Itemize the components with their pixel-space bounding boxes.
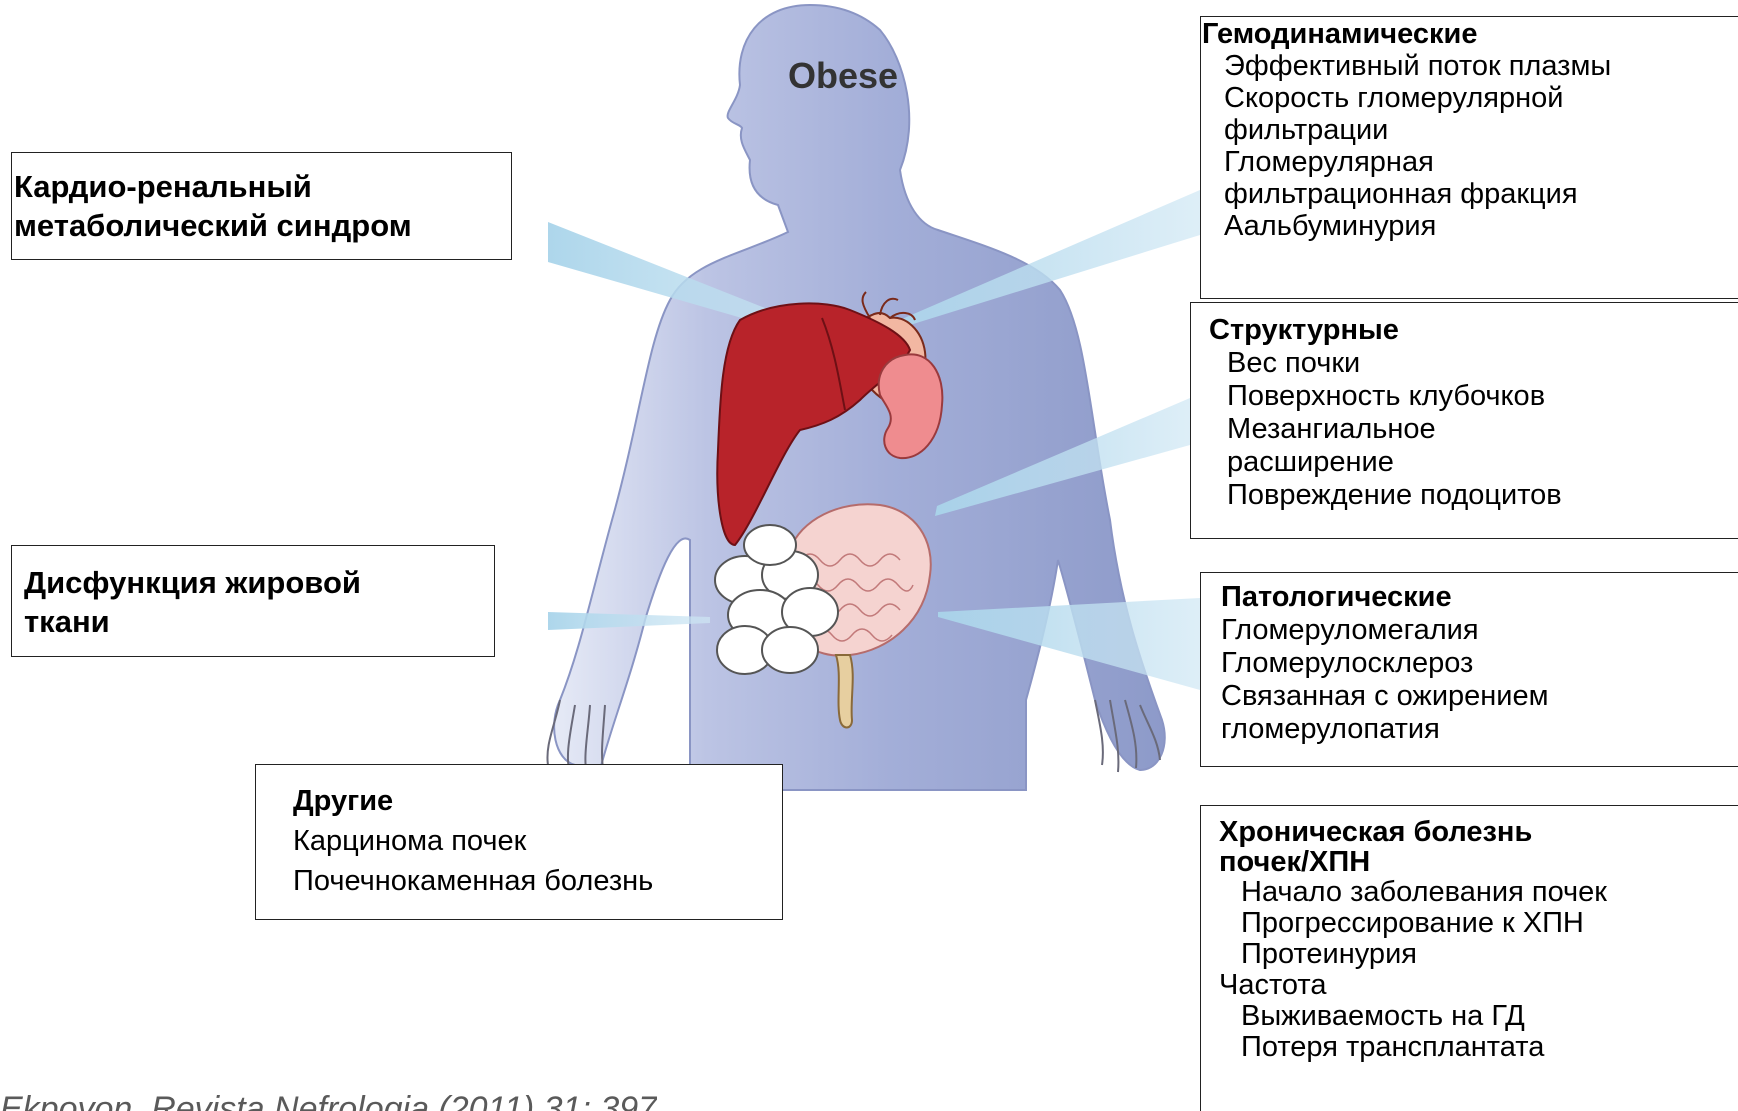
ckd-title: Хроническая болезнь почек/ХПН bbox=[1219, 817, 1549, 877]
colon-icon bbox=[836, 655, 853, 728]
structural-item: расширение bbox=[1209, 446, 1738, 479]
other-item: Карцинома почек bbox=[293, 821, 782, 861]
hemodynamic-item: Эффективный поток плазмы bbox=[1202, 50, 1738, 82]
adipose-line-2: ткани bbox=[24, 602, 494, 641]
pathological-item: гломерулопатия bbox=[1221, 713, 1738, 746]
adipose-line-1: Дисфункция жировой bbox=[24, 563, 494, 602]
structural-item: Вес почки bbox=[1209, 347, 1738, 380]
citation: Ekpoyon, Revista Nefrologia (2011) 31: 3… bbox=[0, 1085, 657, 1111]
pathological-item: Связанная с ожирением bbox=[1221, 680, 1738, 713]
ckd-item: Протеинурия bbox=[1219, 939, 1738, 970]
body-label: Obese bbox=[788, 55, 898, 96]
ckd-item: Начало заболевания почек bbox=[1219, 877, 1738, 908]
structural-item: Повреждение подоцитов bbox=[1209, 479, 1738, 512]
hemodynamic-box: Гемодинамические Эффективный поток плазм… bbox=[1200, 16, 1738, 299]
adipose-dysfunction-box: Дисфункция жировой ткани bbox=[11, 545, 495, 657]
ckd-box: Хроническая болезнь почек/ХПН Начало заб… bbox=[1200, 805, 1738, 1111]
pathological-box: Патологические Гломеруломегалия Гломерул… bbox=[1200, 572, 1738, 767]
hemodynamic-item: фильтрации bbox=[1202, 114, 1738, 146]
pathological-item: Гломерулосклероз bbox=[1221, 647, 1738, 680]
hemodynamic-item: Гломерулярная bbox=[1202, 146, 1738, 178]
hemodynamic-item: Аальбуминурия bbox=[1202, 210, 1738, 242]
other-item: Почечнокаменная болезнь bbox=[293, 861, 782, 901]
ckd-subtitle: Частота bbox=[1219, 970, 1738, 1001]
ckd-sub-item: Выживаемость на ГД bbox=[1219, 1001, 1738, 1032]
hemodynamic-item: фильтрационная фракция bbox=[1202, 178, 1738, 210]
pathological-title: Патологические bbox=[1221, 581, 1738, 614]
cardiorenal-line-1: Кардио-ренальный bbox=[14, 167, 511, 206]
hemodynamic-title: Гемодинамические bbox=[1202, 18, 1738, 50]
ckd-item: Прогрессирование к ХПН bbox=[1219, 908, 1738, 939]
cardiorenal-line-2: метаболический синдром bbox=[14, 206, 511, 245]
ckd-sub-item: Потеря трансплантата bbox=[1219, 1032, 1738, 1063]
pathological-item: Гломеруломегалия bbox=[1221, 614, 1738, 647]
structural-box: Структурные Вес почки Поверхность клубоч… bbox=[1190, 302, 1738, 539]
hemodynamic-item: Скорость гломерулярной bbox=[1202, 82, 1738, 114]
structural-item: Поверхность клубочков bbox=[1209, 380, 1738, 413]
other-box: Другие Карцинома почек Почечнокаменная б… bbox=[255, 764, 783, 920]
cardiorenal-syndrome-box: Кардио-ренальный метаболический синдром bbox=[11, 152, 512, 260]
structural-item: Мезангиальное bbox=[1209, 413, 1738, 446]
other-title: Другие bbox=[293, 781, 782, 821]
structural-title: Структурные bbox=[1209, 314, 1738, 347]
